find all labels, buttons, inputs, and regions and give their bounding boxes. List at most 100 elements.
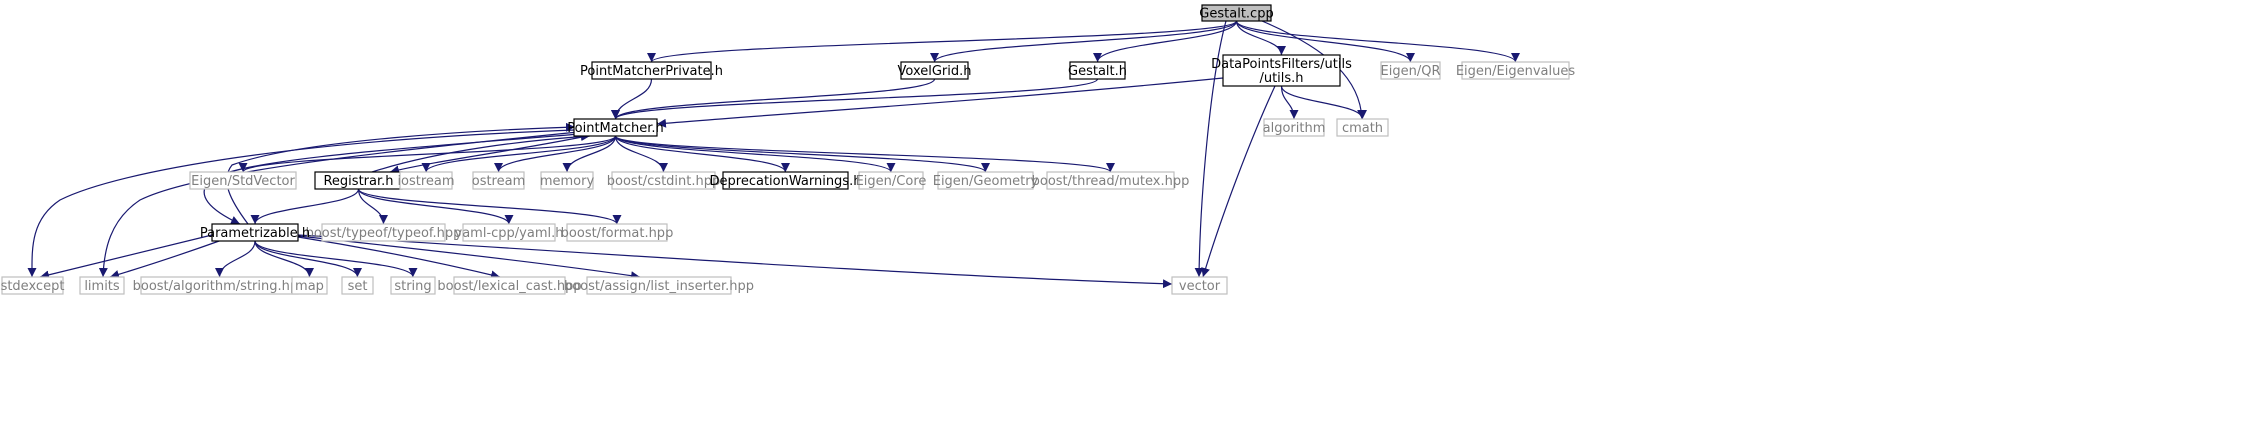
edge-arrow: [203, 133, 581, 225]
edge-arrow: [254, 240, 314, 278]
edge-arrow: [647, 20, 1238, 63]
edge-dpf_utils-to-pointmatcher: [656, 77, 1224, 128]
edge-gestalt_cpp-to-eigen_eigenvalues: [1235, 20, 1520, 63]
node-pointmatcher[interactable]: PointMatcher.h: [567, 118, 664, 137]
edge-pointmatcher-to-iostream: [421, 135, 617, 173]
edge-arrow: [226, 122, 576, 225]
node-label: iostream: [397, 174, 454, 189]
node-list-inserter: boost/assign/list_inserter.hpp: [564, 276, 754, 295]
edge-pointmatcher-to-mutex: [614, 135, 1115, 173]
node-label: boost/thread/mutex.hpp: [1032, 174, 1190, 189]
edge-voxelgrid-to-pointmatcher: [611, 78, 936, 120]
node-box: [1263, 118, 1325, 137]
node-label: Gestalt.h: [1068, 64, 1127, 79]
edge-dpf_utils-to-vector: [1201, 85, 1276, 278]
node-box: [399, 171, 453, 190]
node-label: Eigen/QR: [1381, 64, 1441, 79]
node-label: yaml-cpp/yaml.h: [455, 226, 564, 241]
node-label: DeprecationWarnings.h: [710, 174, 862, 189]
edge-arrow: [98, 131, 579, 278]
edge-parametrizable-to-limits: [109, 239, 223, 279]
node-alg-string: boost/algorithm/string.hpp: [133, 276, 307, 295]
node-box: [573, 118, 658, 137]
edge-registrar-to-yaml: [357, 188, 514, 225]
node-gestalt-cpp[interactable]: Gestalt.cpp: [1199, 4, 1274, 22]
node-box: [1201, 4, 1272, 22]
node-box: [462, 223, 556, 242]
edge-arrow: [357, 188, 622, 225]
edge-parametrizable-to-string: [254, 240, 418, 278]
node-box: [1222, 54, 1341, 87]
node-box: [591, 61, 712, 80]
node-dpf-utils[interactable]: DataPointsFilters/utils/utils.h: [1211, 54, 1352, 87]
node-box: [1336, 118, 1389, 137]
node-label: algorithm: [1263, 121, 1326, 136]
node-box: [390, 276, 436, 295]
edge-gestalt_h-to-pointmatcher: [611, 78, 1099, 120]
node-label: set: [348, 279, 368, 294]
edge-arrow: [297, 235, 641, 281]
edge-arrow: [1280, 85, 1299, 120]
edge-parametrizable-to-pointmatcher: [226, 122, 576, 225]
edge-pointmatcher-to-eigen_stdvector: [238, 135, 617, 173]
edge-pointmatcher-to-parametrizable: [203, 133, 581, 225]
node-label: Registrar.h: [323, 174, 393, 189]
node-parametrizable[interactable]: Parametrizable.h: [200, 223, 310, 242]
edge-arrow: [1235, 20, 1286, 56]
edge-arrow: [254, 240, 362, 278]
node-voxelgrid[interactable]: VoxelGrid.h: [898, 61, 972, 80]
node-label: Gestalt.cpp: [1199, 7, 1273, 22]
edge-pointmatcher-to-eigen_core: [614, 135, 896, 173]
edge-arrow: [1235, 20, 1520, 63]
node-deprecation[interactable]: DeprecationWarnings.h: [710, 171, 862, 190]
node-registrar[interactable]: Registrar.h: [314, 171, 403, 190]
node-label: Eigen/Geometry: [933, 174, 1039, 189]
edge-gestalt_cpp-to-eigen_qr: [1235, 20, 1415, 63]
edge-parametrizable-to-vector: [297, 234, 1173, 289]
edge-arrow: [109, 239, 223, 279]
edge-gestalt_cpp-to-gestalt_h: [1093, 20, 1238, 63]
node-box: [211, 223, 299, 242]
edge-pointmatcher-to-eigen_geometry: [614, 135, 990, 173]
node-box: [1380, 61, 1441, 80]
node-label: string: [394, 279, 431, 294]
node-box: [1069, 61, 1126, 80]
node-typeof: boost/typeof/typeof.hpp: [306, 223, 461, 242]
edge-parametrizable-to-list_inserter: [297, 235, 641, 281]
edge-arrow: [297, 236, 501, 280]
edge-arrow: [494, 135, 617, 173]
node-box: [540, 171, 594, 190]
edge-arrow: [656, 77, 1224, 128]
edge-arrow: [614, 135, 1115, 173]
node-pm-private[interactable]: PointMatcherPrivate.h: [580, 61, 723, 80]
node-box: [722, 171, 849, 190]
node-lexical-cast: boost/lexical_cast.hpp: [437, 276, 582, 295]
edge-arrow: [614, 135, 990, 173]
node-label: boost/format.hpp: [561, 226, 674, 241]
edge-arrow: [250, 188, 360, 225]
node-box: [321, 223, 446, 242]
node-box: [566, 223, 668, 242]
edge-arrow: [1201, 85, 1276, 278]
node-format: boost/format.hpp: [561, 223, 674, 242]
edge-arrow: [562, 135, 617, 173]
node-label: boost/algorithm/string.hpp: [133, 279, 307, 294]
node-label: vector: [1179, 279, 1221, 294]
node-gestalt-h[interactable]: Gestalt.h: [1068, 61, 1127, 80]
edge-arrow: [27, 129, 576, 278]
node-label: Eigen/Core: [856, 174, 927, 189]
node-label: memory: [540, 174, 595, 189]
node-box: [611, 171, 716, 190]
edge-arrow: [389, 134, 593, 175]
node-box: [586, 276, 732, 295]
node-label: boost/assign/list_inserter.hpp: [564, 279, 754, 294]
node-algorithm: algorithm: [1263, 118, 1326, 137]
edge-arrow: [614, 135, 790, 173]
node-iostream: iostream: [397, 171, 455, 190]
edge-arrow: [371, 132, 591, 173]
node-eigen-geometry: Eigen/Geometry: [933, 171, 1039, 190]
node-eigen-eigenvalues: Eigen/Eigenvalues: [1456, 61, 1575, 80]
node-label: ostream: [472, 174, 526, 189]
edge-arrow: [1194, 20, 1227, 278]
